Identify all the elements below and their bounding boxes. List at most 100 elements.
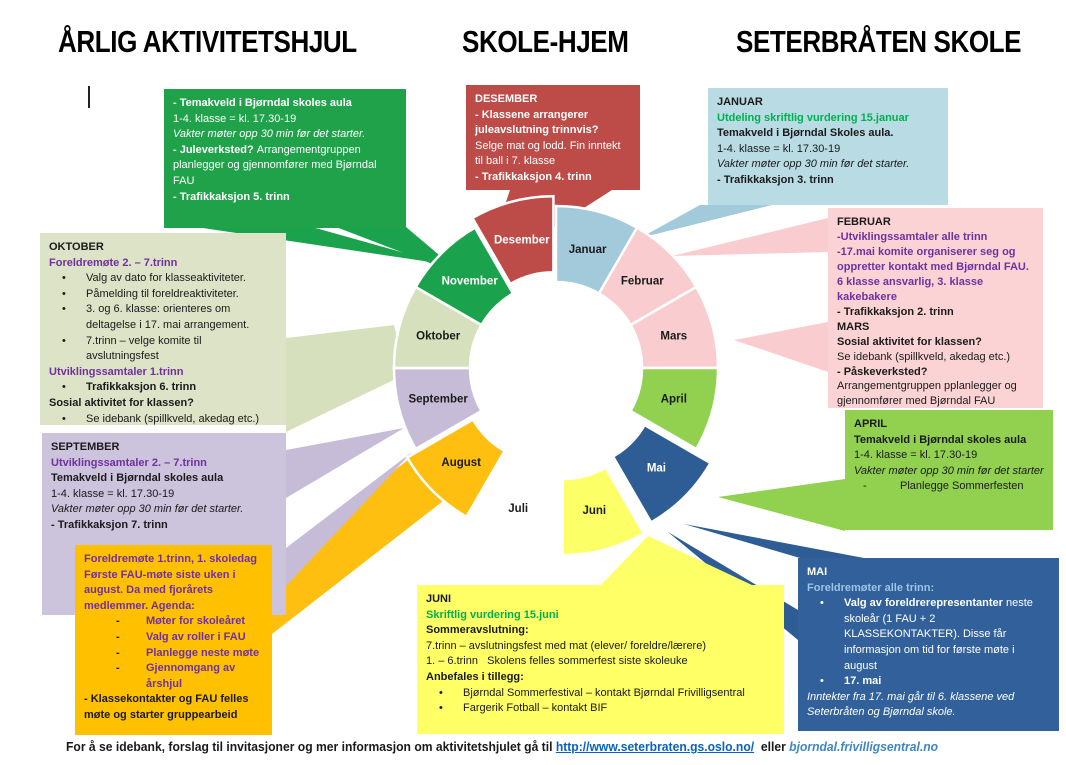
connector-september xyxy=(286,428,404,498)
text-run: Valg av foreldrerepresentanter xyxy=(844,597,1007,610)
text-run: - Klassene arrangerer juleavslutning tri… xyxy=(475,108,599,137)
box-line: •Se idebank (spillkveld, akedag etc.) xyxy=(49,412,277,428)
wheel-segment-april xyxy=(628,366,720,451)
text-run: 1. – 6.trinn Skolens felles sommerfest s… xyxy=(426,655,688,668)
connector-april xyxy=(718,479,845,531)
box-line: Foreldremøte 1.trinn, 1. skoledag xyxy=(84,552,263,568)
connector-mars xyxy=(734,322,828,372)
text-run: 7.trinn – velge komite til avslutningsfe… xyxy=(86,334,202,363)
page-title-center: SKOLE-HJEM xyxy=(462,24,629,59)
box-line: •Påmelding til foreldreaktiviteter. xyxy=(49,287,277,303)
text-run: SEPTEMBER xyxy=(51,441,120,453)
box-line: Inntekter fra 17. mai går til 6. klassen… xyxy=(807,690,1050,721)
text-run: MAI xyxy=(807,566,828,578)
box-line: -Møter for skoleåret xyxy=(84,614,263,630)
wheel-label-november: November xyxy=(442,276,499,288)
text-run: - Temakveld i Bjørndal skoles aula xyxy=(173,97,352,109)
bullet-marker: • xyxy=(62,381,66,394)
text-run: Vakter møter opp 30 min før det starter. xyxy=(717,158,910,171)
text-run: APRIL xyxy=(854,418,887,430)
text-run: - Påskeverksted? xyxy=(837,365,928,378)
text-run: Trafikkaksjon 6. trinn xyxy=(86,381,197,394)
dash-marker: - xyxy=(116,662,120,675)
text-run: Sosial aktivitet for klassen? xyxy=(837,335,982,348)
box-line: Sommeravslutning: xyxy=(426,623,775,639)
box-line: - Trafikkaksjon 3. trinn xyxy=(717,173,939,189)
connector-mai xyxy=(684,524,864,558)
text-run: - Trafikkaksjon 7. trinn xyxy=(51,519,168,532)
box-line: MAI xyxy=(807,565,1050,581)
page-title-right: SETERBRÅTEN SKOLE xyxy=(736,24,1022,59)
box-line: Utviklingssamtaler 2. – 7.trinn xyxy=(51,456,277,472)
box-line: - Klassene arrangerer juleavslutning tri… xyxy=(475,108,631,139)
box-line: - Temakveld i Bjørndal skoles aula xyxy=(173,96,397,112)
text-run: Sosial aktivitet for klassen? xyxy=(49,397,194,410)
text-run: Utviklingssamtaler 1.trinn xyxy=(49,365,184,378)
text-run: Bjørndal Sommerfestival – kontakt Bjørnd… xyxy=(463,686,745,699)
wheel-label-september: September xyxy=(408,394,468,406)
text-run: - Trafikkaksjon 5. trinn xyxy=(173,190,290,203)
box-line: Utdeling skriftlig vurdering 15.januar xyxy=(717,111,939,127)
text-run: Selge mat og lodd. Fin inntekt til ball … xyxy=(475,139,621,168)
box-line: Første FAU-møte siste uken i august. Da … xyxy=(84,568,263,615)
text-run: - Klassekontakter og FAU felles møte og … xyxy=(84,693,249,722)
box-line: -Planlegge Sommerfesten xyxy=(854,479,1044,495)
bullet-marker: • xyxy=(820,675,824,688)
text-run: Planlegge Sommerfesten xyxy=(900,480,1024,493)
text-run: Fargerik Fotball – kontakt BIF xyxy=(463,702,608,715)
wheel-label-juli: Juli xyxy=(508,503,528,515)
text-run: -Utviklingssamtaler alle trinn xyxy=(837,230,988,243)
wheel-label-februar: Februar xyxy=(621,276,664,288)
text-run: Sommeravslutning: xyxy=(426,624,529,637)
text-run: Utviklingssamtaler 2. – 7.trinn xyxy=(51,456,207,469)
wheel-segment-juni xyxy=(561,465,646,557)
text-run: 1-4. klasse = kl. 17.30-19 xyxy=(717,142,841,155)
box-line: 1-4. klasse = kl. 17.30-19 xyxy=(51,487,277,503)
footer-link-1[interactable]: http://www.seterbraten.gs.oslo.no/ xyxy=(555,740,755,754)
box-line: • Trafikkaksjon 6. trinn xyxy=(49,380,277,396)
wheel-label-januar: Januar xyxy=(569,244,607,256)
box-line: - Juleverksted? Arrangementgruppen planl… xyxy=(173,143,397,190)
wheel-segment-november xyxy=(413,225,515,327)
text-run: JANUAR xyxy=(717,96,763,108)
bullet-marker: • xyxy=(62,287,66,300)
text-run: Utdeling skriftlig vurdering 15.januar xyxy=(717,111,909,124)
box-line: -17.mai komite organiserer seg og oppret… xyxy=(837,245,1034,305)
box-line: Anbefales i tillegg: xyxy=(426,670,775,686)
dash-marker: - xyxy=(116,631,120,644)
footer-link-2[interactable]: bjorndal.frivilligsentral.no xyxy=(789,740,939,754)
bullet-marker: • xyxy=(439,702,443,715)
page-title-left: ÅRLIG AKTIVITETSHJUL xyxy=(58,24,357,59)
box-line: - Gjennomgang av årshjul xyxy=(84,661,263,692)
text-run: 1-4. klasse = kl. 17.30-19 xyxy=(854,449,978,462)
text-run: Vakter møter opp 30 min før det starter xyxy=(854,464,1044,477)
box-line: - Trafikkaksjon 2. trinn xyxy=(837,305,1034,320)
text-run: Gjennomgang av årshjul xyxy=(146,662,236,690)
bullet-marker: • xyxy=(62,334,66,347)
box-line: Vakter møter opp 30 min før det starter. xyxy=(173,127,397,143)
connector-september xyxy=(286,452,412,586)
callout-januar: JANUAR Utdeling skriftlig vurdering 15.ja… xyxy=(708,88,948,205)
text-run: Foreldremøter alle trinn: xyxy=(807,581,935,594)
box-line: Arrangementgruppen pplanlegger og gjenno… xyxy=(837,379,1034,409)
text-run: - Trafikkaksjon 4. trinn xyxy=(475,171,592,184)
text-run: Anbefales i tillegg: xyxy=(426,671,524,684)
wheel-segment-august xyxy=(405,417,507,519)
box-line: -Utviklingssamtaler alle trinn xyxy=(837,230,1034,245)
box-line: •Valg av foreldrerepresentanter neste sk… xyxy=(807,596,1050,674)
box-line: • 7.trinn – velge komite til avslutningsf… xyxy=(49,334,277,365)
connector-august xyxy=(272,452,447,634)
wheel-label-desember: Desember xyxy=(494,235,550,247)
bullet-marker: • xyxy=(820,597,824,610)
text-run: FEBRUAR xyxy=(837,216,891,228)
text-run: Skriftlig vurdering 15.juni xyxy=(426,608,559,621)
dash-marker: - xyxy=(116,646,120,659)
dash-marker: - xyxy=(116,615,120,628)
connector-januar xyxy=(640,205,772,238)
text-run: Vakter møter opp 30 min før det starter. xyxy=(173,128,366,141)
box-line: Skriftlig vurdering 15.juni xyxy=(426,608,775,624)
text-run: DESEMBER xyxy=(475,93,538,105)
